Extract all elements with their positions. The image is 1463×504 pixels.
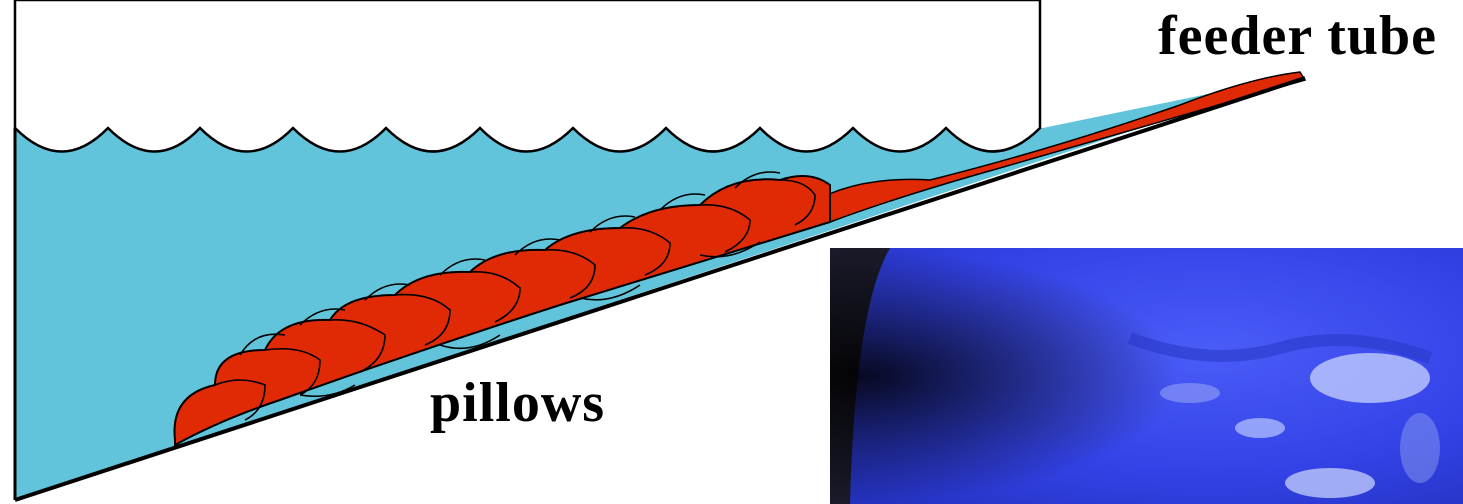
feeder-tube-label: feeder tube [1158,8,1437,64]
water-surface-waves [15,0,1040,152]
photo-rendering [830,248,1463,504]
pillow-lava-photo [830,248,1463,504]
pillows-label: pillows [430,375,605,431]
